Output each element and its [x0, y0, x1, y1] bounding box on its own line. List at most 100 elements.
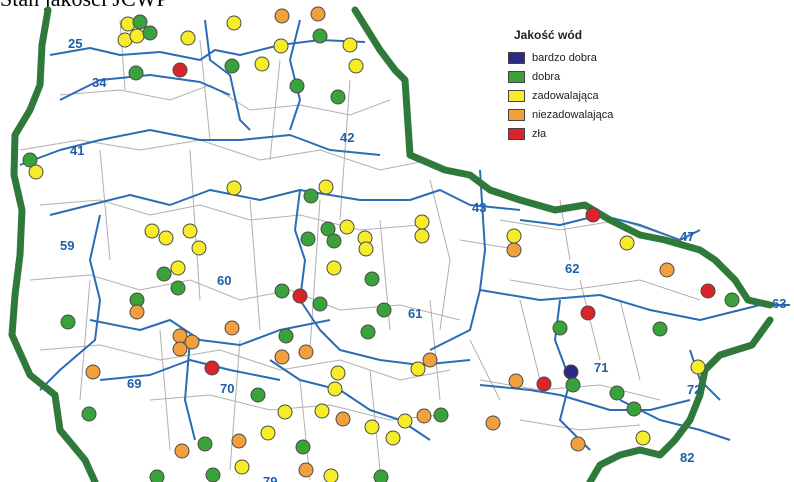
region-label: 25: [68, 36, 82, 51]
monitoring-point: [300, 231, 316, 247]
monitoring-point: [144, 223, 160, 239]
monitoring-point: [149, 469, 165, 482]
monitoring-point: [142, 25, 158, 41]
monitoring-point: [358, 241, 374, 257]
legend: Jakość wód bardzo dobra dobra zadowalają…: [508, 28, 668, 143]
monitoring-point: [570, 436, 586, 452]
monitoring-point: [385, 430, 401, 446]
region-label: 61: [408, 306, 422, 321]
monitoring-point: [552, 320, 568, 336]
monitoring-point: [156, 266, 172, 282]
monitoring-point: [410, 361, 426, 377]
monitoring-point: [205, 467, 221, 482]
monitoring-point: [312, 28, 328, 44]
monitoring-point: [60, 314, 76, 330]
monitoring-point: [414, 214, 430, 230]
legend-swatch: [508, 51, 525, 64]
monitoring-point: [274, 349, 290, 365]
monitoring-point: [172, 62, 188, 78]
region-label: 47: [680, 229, 694, 244]
region-label: 70: [220, 381, 234, 396]
region-label: 71: [594, 360, 608, 375]
monitoring-point: [422, 352, 438, 368]
monitoring-point: [690, 359, 706, 375]
monitoring-point: [485, 415, 501, 431]
legend-item-dobra: dobra: [508, 67, 668, 86]
legend-title: Jakość wód: [514, 28, 583, 42]
monitoring-point: [635, 430, 651, 446]
monitoring-point: [320, 221, 336, 237]
monitoring-point: [298, 344, 314, 360]
legend-swatch: [508, 89, 525, 102]
region-label: 79: [263, 474, 277, 482]
region-labels: 25 34 41 42 43 47 59 60 61 62 63 69 70 7…: [60, 36, 786, 482]
region-label: 72: [687, 382, 701, 397]
monitoring-point: [295, 439, 311, 455]
monitoring-point: [326, 233, 342, 249]
monitoring-point: [580, 305, 596, 321]
monitoring-point: [81, 406, 97, 422]
monitoring-point: [158, 230, 174, 246]
monitoring-point: [330, 89, 346, 105]
legend-swatch: [508, 108, 525, 121]
monitoring-point: [506, 228, 522, 244]
monitoring-point: [360, 324, 376, 340]
monitoring-point: [326, 260, 342, 276]
monitoring-point: [339, 219, 355, 235]
monitoring-point: [609, 385, 625, 401]
page-title: Stan jakości JCWP: [0, 0, 169, 12]
monitoring-point: [277, 404, 293, 420]
monitoring-point: [323, 468, 339, 482]
legend-swatch: [508, 70, 525, 83]
region-label: 82: [680, 450, 694, 465]
monitoring-point: [182, 223, 198, 239]
monitoring-point: [250, 387, 266, 403]
region-label: 34: [92, 75, 107, 90]
region-label: 62: [565, 261, 579, 276]
monitoring-point: [231, 433, 247, 449]
monitoring-points: [22, 6, 740, 482]
legend-label: dobra: [532, 70, 561, 83]
monitoring-point: [172, 341, 188, 357]
monitoring-point: [506, 242, 522, 258]
monitoring-point: [226, 180, 242, 196]
monitoring-point: [364, 271, 380, 287]
monitoring-point: [619, 235, 635, 251]
monitoring-point: [129, 304, 145, 320]
monitoring-point: [416, 408, 432, 424]
monitoring-point: [585, 207, 601, 223]
monitoring-point: [376, 302, 392, 318]
monitoring-point: [278, 328, 294, 344]
legend-label: bardzo dobra: [532, 51, 597, 64]
legend-label: niezadowalająca: [532, 108, 614, 121]
monitoring-point: [170, 280, 186, 296]
monitoring-point: [174, 443, 190, 459]
legend-item-zla: zła: [508, 124, 668, 143]
monitoring-point: [303, 188, 319, 204]
district-boundaries: [19, 19, 701, 481]
monitoring-point: [128, 65, 144, 81]
monitoring-point: [289, 78, 305, 94]
monitoring-point: [342, 37, 358, 53]
monitoring-point: [563, 364, 579, 380]
region-label: 69: [127, 376, 141, 391]
monitoring-point: [330, 365, 346, 381]
monitoring-point: [314, 403, 330, 419]
region-label: 43: [472, 200, 486, 215]
monitoring-point: [85, 364, 101, 380]
monitoring-point: [180, 30, 196, 46]
monitoring-point: [565, 377, 581, 393]
monitoring-point: [373, 469, 389, 482]
monitoring-point: [364, 419, 380, 435]
legend-item-niezadowalajaca: niezadowalająca: [508, 105, 668, 124]
legend-swatch: [508, 127, 525, 140]
monitoring-point: [22, 152, 38, 168]
monitoring-point: [397, 413, 413, 429]
region-border: [8, 6, 774, 482]
legend-label: zadowalająca: [532, 89, 599, 102]
monitoring-point: [312, 296, 328, 312]
monitoring-point: [132, 14, 148, 30]
monitoring-point: [170, 260, 186, 276]
monitoring-point: [260, 425, 276, 441]
